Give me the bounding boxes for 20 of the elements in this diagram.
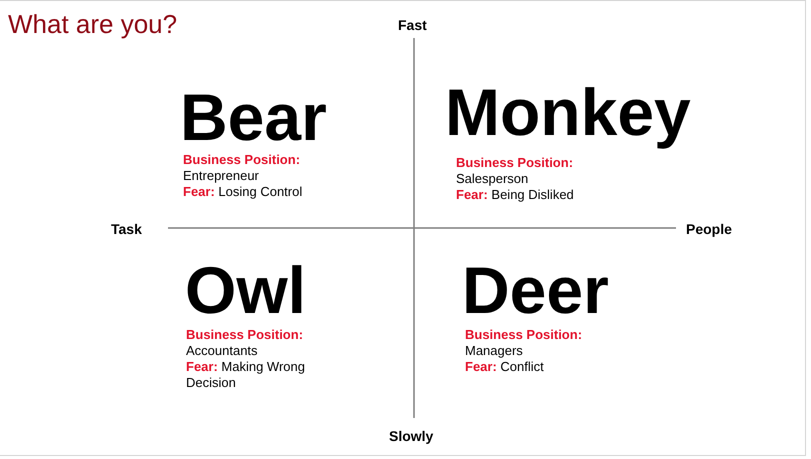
quadrant-heading: Owl	[185, 257, 306, 323]
field-value: Managers	[465, 343, 523, 359]
field-value: Entrepreneur	[183, 168, 259, 184]
fear-note: Fear: Making Wrong Decision	[186, 359, 306, 391]
axis-label: People	[686, 221, 732, 237]
quadrant-heading: Bear	[180, 84, 327, 150]
field-label: Business Position:	[183, 152, 300, 168]
slide-title: What are you?	[8, 9, 178, 39]
axis-label: Task	[111, 221, 142, 237]
fear-note: Fear: Conflict	[465, 359, 544, 375]
field-value: Accountants	[186, 343, 258, 359]
fear-note: Fear: Losing Control	[183, 184, 302, 200]
quadrant-heading: Deer	[462, 257, 609, 323]
axis-label: Slowly	[389, 428, 434, 444]
axis-label: Fast	[398, 17, 427, 33]
field-label: Business Position:	[465, 327, 582, 343]
field-label: Business Position:	[186, 327, 304, 343]
field-value: Salesperson	[456, 171, 528, 187]
field-label: Business Position:	[456, 155, 574, 171]
fear-note: Fear: Being Disliked	[456, 187, 574, 203]
